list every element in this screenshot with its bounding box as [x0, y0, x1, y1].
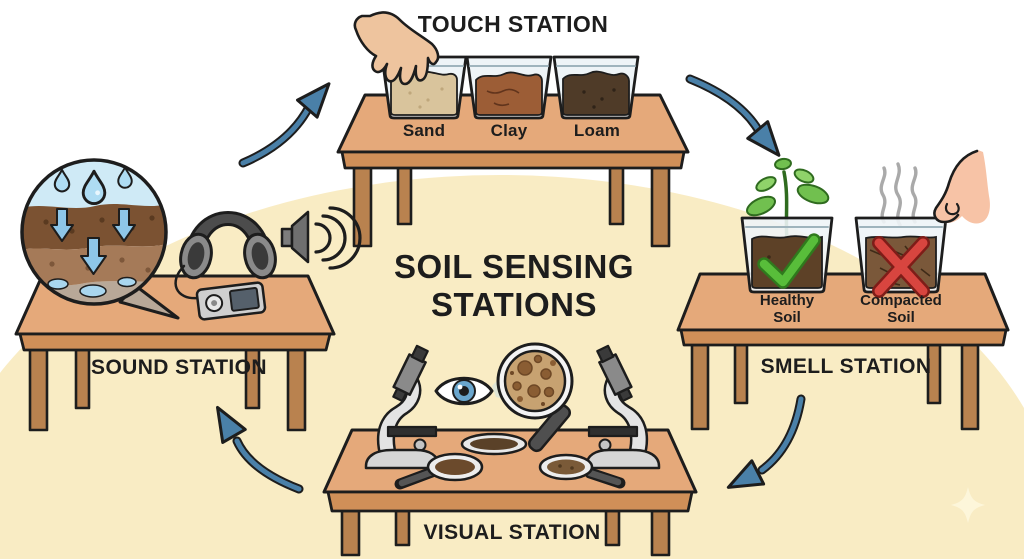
healthy-soil-container — [740, 157, 834, 294]
hand-lens-right-icon — [538, 453, 626, 489]
compacted-soil-label: Compacted Soil — [860, 292, 942, 326]
container-clay — [465, 55, 553, 120]
touch-station-title: TOUCH STATION — [417, 11, 609, 37]
arrow-visual-to-sound — [216, 405, 304, 494]
check-icon — [757, 233, 821, 289]
visual-station-title: VISUAL STATION — [423, 521, 601, 544]
sample-label-clay: Clay — [490, 121, 528, 140]
infiltration-arrow-icon — [50, 208, 136, 275]
healthy-soil-label-line2: Soil — [773, 308, 801, 326]
hand-lens-left-icon — [394, 452, 484, 490]
arrow-touch-to-smell — [685, 74, 781, 157]
sample-label-loam: Loam — [573, 121, 621, 140]
soil-aggregates — [510, 354, 556, 406]
main-title: SOIL SENSING STATIONS — [394, 248, 634, 325]
nose-icon — [933, 149, 990, 224]
compacted-soil-label-line1: Compacted — [860, 292, 942, 309]
water-drop-icon — [53, 166, 133, 205]
petri-dish-icon — [460, 432, 528, 456]
smell-station-title: SMELL STATION — [760, 355, 932, 378]
sound-station-art — [14, 158, 362, 432]
stink-lines-icon — [879, 162, 918, 227]
main-title-line1: SOIL SENSING — [393, 248, 635, 285]
plant-sprout-icon — [746, 157, 830, 242]
sound-station-title: SOUND STATION — [91, 356, 267, 379]
microscope-icon — [364, 344, 440, 470]
compacted-soil-container — [854, 162, 948, 298]
visual-station-art — [322, 342, 698, 557]
healthy-soil-label-line1: Healthy — [759, 292, 815, 309]
arrow-smell-to-visual — [726, 394, 806, 489]
x-icon — [872, 236, 930, 298]
compacted-soil-label-line2: Soil — [887, 308, 915, 326]
healthy-soil-label: Healthy Soil — [759, 292, 815, 326]
container-loam — [552, 55, 640, 120]
speaker-icon — [280, 206, 362, 270]
touch-station-art — [336, 11, 690, 248]
magnifying-glass-icon — [496, 342, 574, 453]
headphones-icon — [179, 211, 277, 280]
arrow-sound-to-touch — [238, 82, 331, 168]
smell-station-art — [676, 149, 1010, 431]
sample-label-sand: Sand — [402, 121, 446, 140]
music-player-icon — [174, 264, 267, 321]
hand-icon — [353, 11, 440, 86]
main-title-line2: STATIONS — [431, 286, 597, 324]
sparkle-icon — [951, 487, 985, 523]
